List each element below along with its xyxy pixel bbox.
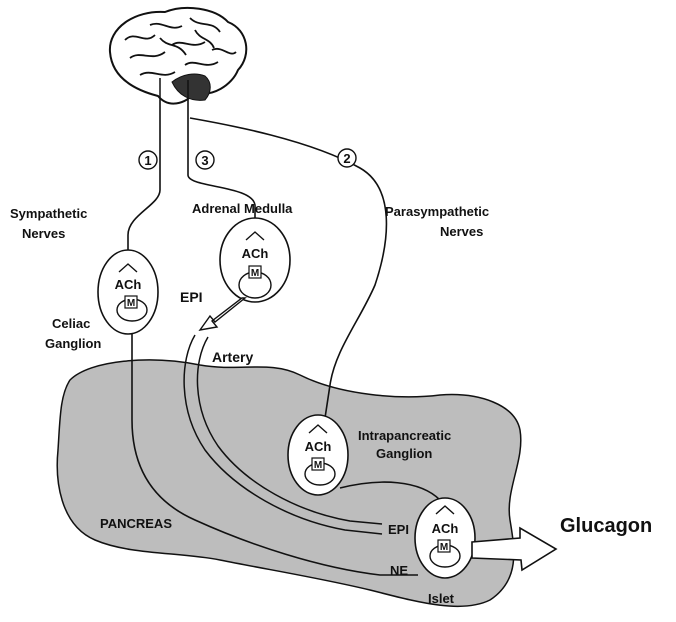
glucagon-label: Glucagon bbox=[560, 515, 652, 537]
artery-label: Artery bbox=[212, 349, 253, 365]
parasympathetic-nerves-label-line2: Nerves bbox=[440, 224, 483, 239]
adrenal-medulla-label: Adrenal Medulla bbox=[192, 201, 293, 216]
epi-islet-label: EPI bbox=[388, 522, 409, 537]
pathway-number-3: 3 bbox=[196, 151, 214, 169]
islet-label: Islet bbox=[428, 591, 455, 606]
parasympathetic-nerves-label-line1: Parasympathetic bbox=[385, 204, 489, 219]
svg-text:3: 3 bbox=[201, 153, 208, 168]
intrapancreatic-ganglion-label-line1: Intrapancreatic bbox=[358, 428, 451, 443]
svg-text:1: 1 bbox=[144, 153, 151, 168]
brain-icon bbox=[110, 8, 246, 104]
pancreas-label: PANCREAS bbox=[100, 516, 172, 531]
celiac-ach-label: ACh bbox=[115, 277, 142, 292]
sympathetic-nerves-label-line1: Sympathetic bbox=[10, 206, 87, 221]
celiac-ganglion-label-line2: Ganglion bbox=[45, 336, 101, 351]
svg-text:2: 2 bbox=[343, 151, 350, 166]
intrapancreatic-ach-label: ACh bbox=[305, 439, 332, 454]
celiac-ganglion-label-line1: Celiac bbox=[52, 316, 90, 331]
intrapancreatic-ganglion-cell: ACh M bbox=[288, 415, 348, 495]
intrapancreatic-ganglion-label-line2: Ganglion bbox=[376, 446, 432, 461]
intrapancreatic-m-label: M bbox=[314, 460, 322, 471]
adrenal-ach-label: ACh bbox=[242, 246, 269, 261]
ne-label: NE bbox=[390, 563, 408, 578]
celiac-ganglion-cell: ACh M bbox=[98, 250, 158, 334]
pathway-number-1: 1 bbox=[139, 151, 157, 169]
sympathetic-nerve-path bbox=[128, 100, 160, 268]
pathway-number-2: 2 bbox=[338, 149, 356, 167]
islet-cell: ACh M bbox=[415, 498, 475, 578]
adrenal-m-label: M bbox=[251, 268, 259, 279]
sympathetic-nerves-label-line2: Nerves bbox=[22, 226, 65, 241]
islet-ach-label: ACh bbox=[432, 521, 459, 536]
epi-adrenal-label: EPI bbox=[180, 289, 203, 305]
adrenal-medulla-cell: ACh M bbox=[200, 218, 290, 330]
islet-m-label: M bbox=[440, 542, 448, 553]
celiac-m-label: M bbox=[127, 298, 135, 309]
